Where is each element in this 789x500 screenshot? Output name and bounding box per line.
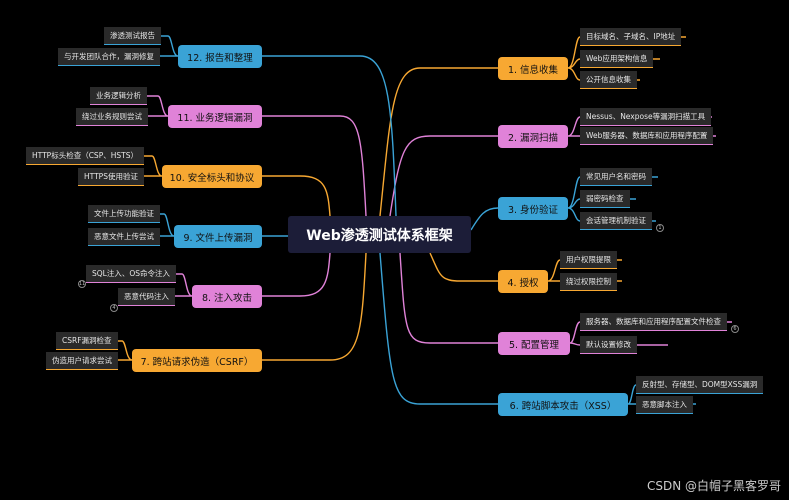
leaf-weak-password[interactable]: 弱密码检查 xyxy=(580,190,630,208)
leaf-web-architecture[interactable]: Web应用架构信息 xyxy=(580,50,654,68)
leaf-session-management[interactable]: 会话管理机制验证 xyxy=(580,212,652,230)
branch-business-logic[interactable]: 11. 业务逻辑漏洞 xyxy=(168,105,262,128)
leaf-malicious-script[interactable]: 恶意脚本注入 xyxy=(636,396,693,414)
leaf-dev-collaboration[interactable]: 与开发团队合作，漏洞修复 xyxy=(58,48,160,66)
branch-config-management[interactable]: 5. 配置管理 xyxy=(498,332,570,355)
leaf-malicious-upload[interactable]: 恶意文件上传尝试 xyxy=(88,228,160,246)
branch-file-upload[interactable]: 9. 文件上传漏洞 xyxy=(174,225,262,248)
leaf-pentest-report[interactable]: 渗透测试报告 xyxy=(104,27,161,45)
leaf-upload-function[interactable]: 文件上传功能验证 xyxy=(88,205,160,223)
leaf-https-verification[interactable]: HTTPS使用验证 xyxy=(78,168,144,186)
collapse-marker[interactable]: 1 xyxy=(656,224,664,232)
collapse-marker[interactable]: 6 xyxy=(731,325,739,333)
watermark: CSDN @白帽子黑客罗哥 xyxy=(646,479,781,493)
branch-reporting[interactable]: 12. 报告和整理 xyxy=(178,45,262,68)
collapse-marker[interactable]: 4 xyxy=(110,304,118,312)
leaf-http-headers[interactable]: HTTP标头检查（CSP、HSTS） xyxy=(26,147,144,165)
branch-authorization[interactable]: 4. 授权 xyxy=(498,270,548,293)
leaf-public-info[interactable]: 公开信息收集 xyxy=(580,71,637,89)
branch-injection[interactable]: 8. 注入攻击 xyxy=(192,285,262,308)
leaf-target-domains[interactable]: 目标域名、子域名、IP地址 xyxy=(580,28,682,46)
branch-xss[interactable]: 6. 跨站脚本攻击（XSS） xyxy=(498,393,628,416)
leaf-bypass-access-control[interactable]: 绕过权限控制 xyxy=(560,273,617,291)
leaf-server-db-config[interactable]: Web服务器、数据库和应用程序配置 xyxy=(580,127,714,145)
leaf-forged-request[interactable]: 伪造用户请求尝试 xyxy=(46,352,118,370)
leaf-sql-os-injection[interactable]: SQL注入、OS命令注入 xyxy=(86,265,177,283)
leaf-code-injection[interactable]: 恶意代码注入 xyxy=(118,288,175,306)
leaf-config-file-check[interactable]: 服务器、数据库和应用程序配置文件检查 xyxy=(580,313,727,331)
branch-csrf[interactable]: 7. 跨站请求伪造（CSRF） xyxy=(132,349,262,372)
branch-vuln-scan[interactable]: 2. 漏洞扫描 xyxy=(498,125,568,148)
leaf-bypass-business-rules[interactable]: 绕过业务规则尝试 xyxy=(76,108,148,126)
central-topic[interactable]: Web渗透测试体系框架 xyxy=(288,216,471,253)
leaf-csrf-check[interactable]: CSRF漏洞检查 xyxy=(56,332,118,350)
leaf-business-analysis[interactable]: 业务逻辑分析 xyxy=(90,87,147,105)
collapse-marker[interactable]: 11 xyxy=(78,280,86,288)
leaf-scan-tools[interactable]: Nessus、Nexpose等漏洞扫描工具 xyxy=(580,108,712,126)
leaf-common-credentials[interactable]: 常见用户名和密码 xyxy=(580,168,652,186)
branch-authentication[interactable]: 3. 身份验证 xyxy=(498,197,568,220)
leaf-default-settings[interactable]: 默认设置修改 xyxy=(580,336,637,354)
leaf-privilege-escalation[interactable]: 用户权限提限 xyxy=(560,251,617,269)
branch-info-gathering[interactable]: 1. 信息收集 xyxy=(498,57,568,80)
leaf-xss-types[interactable]: 反射型、存储型、DOM型XSS漏洞 xyxy=(636,376,764,394)
branch-security-headers[interactable]: 10. 安全标头和协议 xyxy=(162,165,262,188)
